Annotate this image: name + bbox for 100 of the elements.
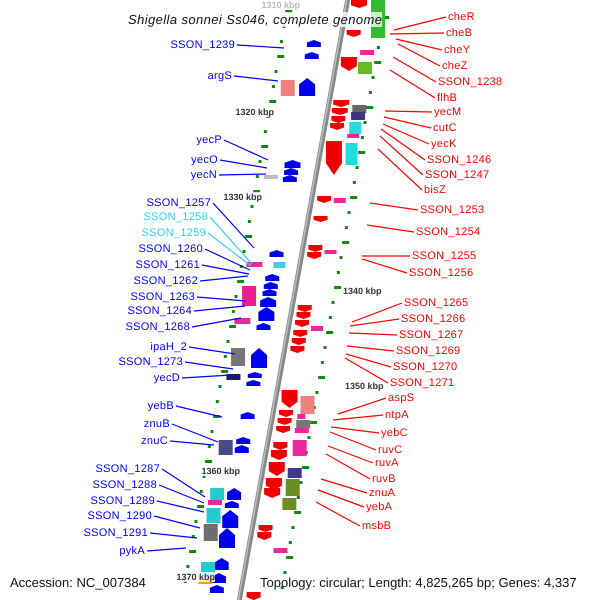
gene-label: SSON_1289 [90,495,155,507]
gene-label: yecM [434,106,462,118]
leader-line [398,43,440,67]
gene-label: cutC [433,122,457,134]
leader-line [156,500,204,513]
leader-line [348,332,398,336]
leader-line [370,202,418,211]
leader-line [234,75,278,82]
position-tick-label: 1350 kbp [345,381,384,391]
gene-label: SSON_1270 [393,361,458,373]
leader-line [184,361,234,370]
position-tick-label: 1370 kbp [176,572,215,582]
gene-label: znuA [369,487,396,499]
gene-label: ntpA [385,409,409,421]
gene-label: SSON_1255 [412,250,476,262]
leader-line [220,159,268,169]
leader-line [330,426,380,434]
gene-label: ruvB [372,473,396,485]
gene-label: SSON_1239 [170,39,235,51]
gene-label: msbB [362,520,392,532]
leader-line [332,414,384,421]
leader-line [162,468,206,498]
leader-line [218,173,266,176]
leader-line [202,264,250,275]
gene-label: SSON_1267 [399,329,464,341]
position-tick-label: 1310 kbp [261,0,300,10]
gene-label: SSON_1287 [96,463,160,475]
leader-line [380,136,424,176]
leader-line [394,16,446,31]
gene-label: SSON_1260 [138,243,203,255]
gene-label: yecP [196,134,222,146]
leader-line [352,302,402,323]
leader-line [176,405,222,418]
gene-label: argS [208,70,232,82]
position-tick-label: 1340 kbp [343,286,382,296]
gene-label: SSON_1254 [416,226,480,238]
gene-label: yecK [431,138,457,150]
leader-line [188,346,236,355]
genome-info-text: Topology: circular; Length: 4,825,265 bp; Genes: 4,337 [260,575,577,590]
position-tick-label: 1360 kbp [201,466,240,476]
leader-line [346,353,392,368]
gene-label: SSON_1266 [401,313,466,325]
leader-line [210,216,252,264]
leader-line [346,345,394,352]
gene-label: cheR [448,11,475,23]
leader-line [236,44,284,49]
gene-label: pykA [119,545,145,557]
gene-label: aspS [388,392,414,404]
gene-label: SSON_1268 [126,321,190,333]
leader-line [146,547,186,552]
gene-label: yebA [366,501,392,513]
gene-label: cheZ [442,60,468,72]
title: Shigella sonnei Ss046, complete genome [128,12,382,27]
position-tick-label: 1330 kbp [223,192,262,202]
leader-line [330,431,376,451]
gene-label: yecD [154,372,180,384]
leader-line [390,70,436,98]
gene-label: SSON_1259 [142,227,206,239]
gene-label: SSON_1271 [390,377,454,389]
gene-label: cheB [446,27,472,39]
leader-line [384,116,432,129]
gene-label: SSON_1264 [128,305,192,317]
gene-label: yecO [191,154,218,166]
leader-line [366,224,414,233]
gene-label: cheY [444,44,470,56]
gene-label: SSON_1273 [118,356,183,368]
leader-line [338,397,386,415]
leader-line [316,501,360,527]
gene-label: SSON_1238 [438,76,502,88]
gene-label: bisZ [424,184,446,196]
gene-label: SSON_1246 [427,154,492,166]
leader-line [362,258,408,274]
gene-label: SSON_1253 [420,204,484,216]
gene-label: SSON_1290 [88,510,152,522]
gene-label: SSON_1256 [409,267,474,279]
leader-line [390,32,444,35]
gene-label: znuB [144,418,170,430]
leader-line [200,275,248,282]
gene-label: yecN [190,169,217,181]
leader-line [344,357,388,384]
gene-label: SSON_1291 [84,527,148,539]
leader-line [224,139,268,161]
leader-line [384,110,432,113]
leader-line [350,318,400,327]
gene-label: flhB [437,92,458,104]
gene-label: SSON_1258 [144,211,208,223]
leader-line [318,489,364,508]
gene-label: ipaH_2 [150,341,187,353]
leader-line [380,128,426,160]
genome-info-text: Accession: NC_007384 [10,575,146,590]
leader-line [154,515,200,529]
leader-line [158,484,204,504]
leader-line [392,56,436,83]
leader-line [150,532,198,539]
leader-line [204,248,250,271]
leader-line [320,478,368,494]
position-tick-label: 1320 kbp [235,107,274,117]
gene-label: SSON_1262 [134,275,198,287]
gene-label: SSON_1265 [404,297,468,309]
leader-line [172,423,218,443]
